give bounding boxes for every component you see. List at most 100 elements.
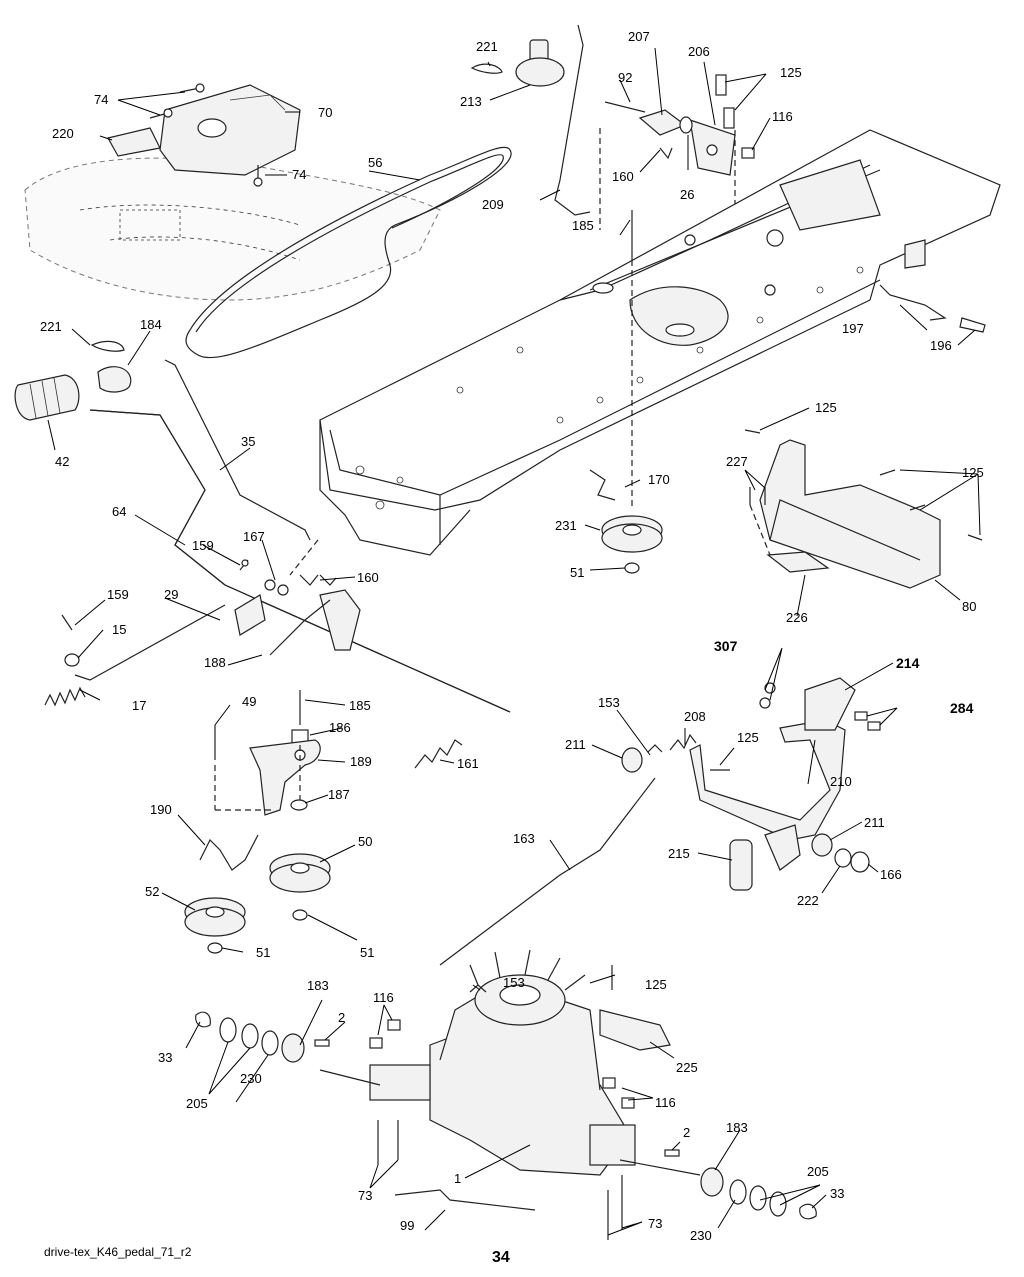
nut-116-left-a [369,1037,383,1049]
drive-belt-56 [185,146,512,359]
label-17: 17 [132,698,146,713]
footer-filename: drive-tex_K46_pedal_71_r2 [44,1245,192,1259]
nut-51-left [207,942,223,954]
rod-209 [554,24,591,216]
label-26: 26 [680,187,694,202]
washer-205-left-a [219,1017,237,1043]
label-185-mid: 185 [349,698,371,713]
bracket-188 [319,589,361,651]
clip-166 [850,851,870,873]
rod-35 [164,359,311,541]
washer-222 [834,848,852,868]
pulley-52 [184,897,246,937]
label-49: 49 [242,694,256,709]
label-153-bottom: 153 [503,975,525,990]
label-1: 1 [454,1171,461,1186]
label-221-left: 221 [40,319,62,334]
clip-160-mid [319,574,337,586]
label-159-top: 159 [192,538,214,553]
label-220: 220 [52,126,74,141]
spring-170 [589,469,616,501]
grip-42 [14,374,80,421]
shield-80 [759,439,941,589]
washer-187 [290,799,308,811]
rod-163 [439,777,656,966]
label-50: 50 [358,834,372,849]
grip-220 [107,127,161,157]
bolts-73-right [607,1175,623,1240]
label-205-right: 205 [807,1164,829,1179]
label-125-bottom: 125 [645,977,667,992]
label-80: 80 [962,599,976,614]
bolt-74-b [149,108,173,119]
key-2-right [664,1149,680,1157]
assembly-line-e [289,539,319,576]
rod-29 [74,604,226,681]
bolts-125-top [715,74,735,129]
label-64: 64 [112,504,126,519]
page-number: 34 [492,1249,510,1266]
nut-116-top [741,147,755,159]
label-214: 214 [896,655,920,671]
label-188: 188 [204,655,226,670]
label-284: 284 [950,700,974,716]
bracket-225 [599,1009,671,1051]
label-92: 92 [618,70,632,85]
label-221-top: 221 [476,39,498,54]
clip-153-top [647,744,663,753]
label-185-top: 185 [572,218,594,233]
bracket-206 [689,119,736,176]
label-33-right: 33 [830,1186,844,1201]
label-51-right: 51 [570,565,584,580]
bolt-196 [959,317,986,333]
bushing-211-right [811,833,833,857]
bushing-183-right [700,1167,724,1197]
nut-116-right-b [621,1097,635,1109]
pin-159-top [239,559,249,571]
label-35: 35 [241,434,255,449]
rod-99 [394,1189,536,1211]
washer-15 [64,653,80,667]
bolts-73-left [377,1120,399,1165]
clip-153-bottom [469,984,487,993]
label-29: 29 [164,587,178,602]
hardware-167 [264,574,319,596]
label-56: 56 [368,155,382,170]
label-116-top: 116 [772,109,793,124]
label-166: 166 [880,867,902,882]
label-225: 225 [676,1060,698,1075]
shroud-70 [159,84,301,176]
label-42: 42 [55,454,69,469]
label-307: 307 [714,638,738,654]
callout-labels: 74 70 220 74 56 221 213 207 206 125 92 1… [40,29,984,1243]
label-226: 226 [786,610,808,625]
label-163: 163 [513,831,535,846]
key-2-left [314,1039,330,1047]
label-2-right: 2 [683,1125,690,1140]
label-167: 167 [243,529,265,544]
bolts-125-right [744,429,983,541]
label-159-left: 159 [107,587,129,602]
fender-body [24,157,441,301]
washer-205-right-b [769,1191,787,1217]
label-51-center: 51 [360,945,374,960]
clip-160-top [659,147,673,160]
washer-230-right [729,1179,747,1205]
label-230-left: 230 [240,1071,262,1086]
label-160-top: 160 [612,169,634,184]
spring-190 [199,834,259,871]
spring-17 [44,686,86,707]
label-227: 227 [726,454,748,469]
bolt-74-c [253,165,263,187]
bolt-74-a [179,83,205,93]
label-52: 52 [145,884,159,899]
label-125-top: 125 [780,65,802,80]
rod-197 [879,284,947,321]
knob-213 [515,39,565,87]
label-183-left: 183 [307,978,329,993]
label-211-right: 211 [864,815,885,830]
label-209: 209 [482,197,504,212]
pin-159-left [61,614,73,631]
label-211-left: 211 [565,737,586,752]
